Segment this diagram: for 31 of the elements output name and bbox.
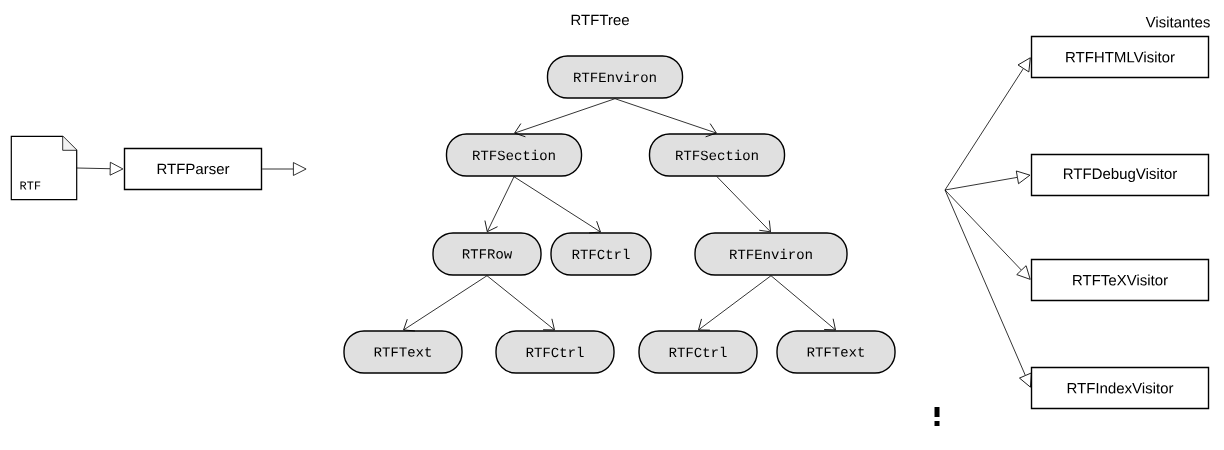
- arrow: [944, 189, 1032, 388]
- class-box: RTFIndexVisitor: [1030, 366, 1210, 410]
- arrow: [486, 275, 555, 331]
- arrow: [698, 275, 772, 331]
- tree-node: RTFText: [776, 330, 896, 374]
- arrow: [944, 57, 1031, 191]
- arrow: [770, 275, 836, 331]
- arrow: [403, 275, 488, 332]
- arrow: [76, 161, 124, 176]
- class-box: RTFDebugVisitor: [1030, 153, 1210, 197]
- class-box: RTFParser: [123, 147, 263, 191]
- arrow: [944, 170, 1031, 191]
- tree-node: RTFSection: [648, 133, 786, 177]
- tree-node: RTFCtrl: [495, 330, 615, 374]
- class-box: RTFHTMLVisitor: [1030, 35, 1210, 79]
- tree-node: RTFRow: [432, 232, 542, 276]
- arrow: [513, 176, 601, 234]
- tree-node: RTFText: [343, 330, 463, 374]
- arrow: [944, 189, 1031, 280]
- tree-node: RTFCtrl: [550, 232, 652, 276]
- tree-node: RTFEnviron: [694, 232, 848, 276]
- tree-node: RTFEnviron: [546, 55, 684, 99]
- arrow: [261, 162, 307, 176]
- arrow: [614, 98, 717, 138]
- arrow: [484, 176, 515, 233]
- arrow: [716, 176, 771, 233]
- class-box: RTFTeXVisitor: [1030, 258, 1210, 302]
- arrow: [514, 98, 616, 138]
- tree-node: RTFSection: [445, 133, 583, 177]
- tree-node: RTFCtrl: [638, 330, 758, 374]
- heading: RTFTree: [571, 14, 629, 26]
